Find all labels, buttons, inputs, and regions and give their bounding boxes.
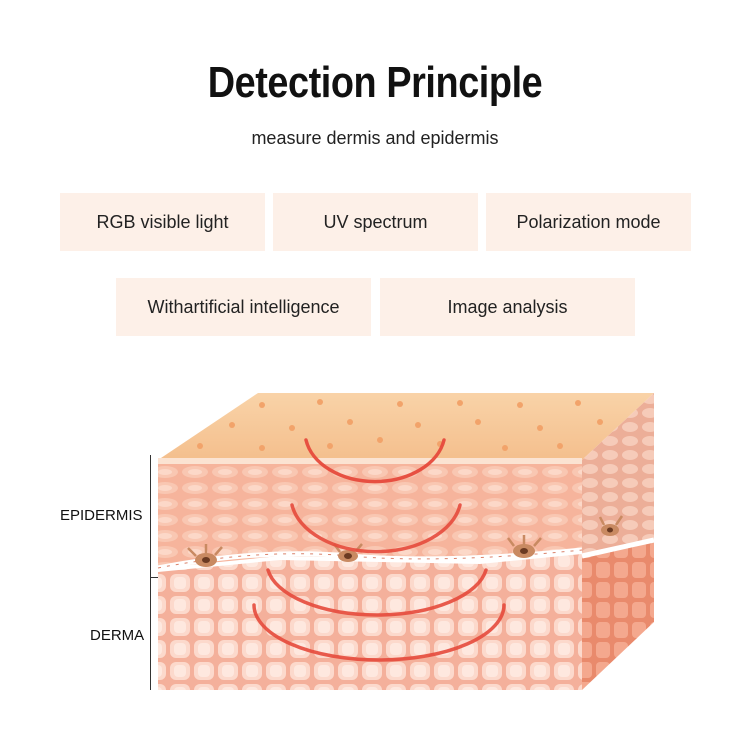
pores (197, 399, 603, 451)
tag-image-analysis: Image analysis (380, 278, 635, 336)
tag-label: Image analysis (447, 296, 568, 317)
tag-uv-spectrum: UV spectrum (273, 193, 478, 251)
melanocyte-cell (598, 515, 624, 536)
right-dermis-face (582, 540, 654, 690)
detection-waves (252, 438, 506, 662)
tag-label: RGB visible light (96, 211, 229, 232)
derma-label: DERMA (90, 627, 145, 644)
melanocyte-cell (507, 535, 542, 558)
dermis-layer (158, 554, 582, 690)
tag-label: Withartificial intelligence (147, 296, 340, 317)
epidermis-layer (158, 464, 582, 568)
tag-label: UV spectrum (323, 211, 428, 232)
epidermis-label: EPIDERMIS (60, 507, 143, 524)
page-subtitle: measure dermis and epidermis (251, 128, 499, 148)
tag-label: Polarization mode (516, 211, 661, 232)
melanocyte-cell (187, 544, 223, 567)
tag-artificial-intelligence: Withartificial intelligence (116, 278, 371, 336)
skin-surface (158, 393, 654, 460)
tag-polarization-mode: Polarization mode (486, 193, 691, 251)
page-title: Detection Principle (207, 58, 543, 107)
tag-rgb-visible-light: RGB visible light (60, 193, 265, 251)
layer-bracket (150, 455, 151, 690)
right-epidermis-face (582, 393, 654, 556)
bracket-divider (150, 577, 158, 578)
